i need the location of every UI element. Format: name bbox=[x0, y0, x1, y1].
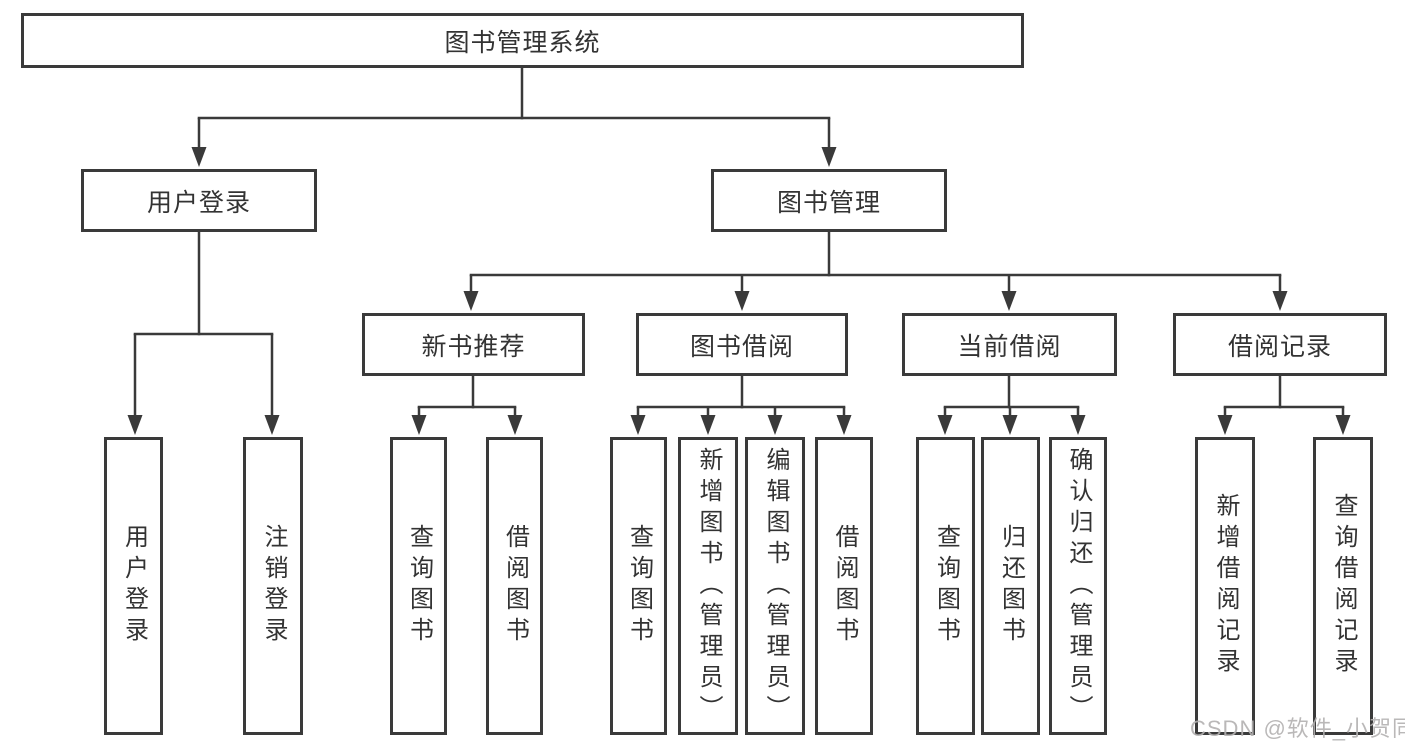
edge-current-l1-arrow bbox=[937, 415, 953, 435]
edge-bookborrow-l1-arrow bbox=[630, 415, 646, 435]
leaf-borrow-add-books-admin-label: 新增图书（管理员） bbox=[695, 446, 722, 726]
edge-bookmgmt-newbook-arrow bbox=[463, 291, 479, 311]
leaf-borrow-borrow-books-label: 借阅图书 bbox=[831, 524, 858, 648]
node-book-management: 图书管理 bbox=[711, 169, 947, 232]
edge-newbook-l2-arrow bbox=[507, 415, 523, 435]
leaf-records-query-record: 查询借阅记录 bbox=[1313, 437, 1373, 735]
edge-root-userlogin-arrow bbox=[191, 147, 207, 167]
leaf-logout-label: 注销登录 bbox=[260, 524, 287, 648]
leaf-current-return-books-label: 归还图书 bbox=[997, 524, 1025, 648]
leaf-newbook-borrow-books-label: 借阅图书 bbox=[501, 524, 529, 648]
edge-root-bookmgmt-arrow bbox=[821, 147, 837, 167]
node-root: 图书管理系统 bbox=[21, 13, 1024, 68]
csdn-watermark: CSDN @软件_小贺同学 bbox=[1190, 716, 1405, 741]
node-new-book-recommend: 新书推荐 bbox=[362, 313, 585, 376]
leaf-newbook-borrow-books: 借阅图书 bbox=[486, 437, 543, 735]
edge-bookborrow-l4-arrow bbox=[836, 415, 852, 435]
leaf-current-confirm-return-admin-label: 确认归还（管理员） bbox=[1065, 446, 1092, 726]
leaf-borrow-query-books: 查询图书 bbox=[610, 437, 667, 735]
leaf-borrow-edit-books-admin-label: 编辑图书（管理员） bbox=[762, 446, 789, 726]
leaf-user-login: 用户登录 bbox=[104, 437, 163, 735]
leaf-current-query-books-label: 查询图书 bbox=[932, 524, 960, 648]
edge-records-l2-arrow bbox=[1335, 415, 1351, 435]
leaf-borrow-borrow-books: 借阅图书 bbox=[815, 437, 873, 735]
edge-bookmgmt-records-arrow bbox=[1272, 291, 1288, 311]
leaf-borrow-add-books-admin: 新增图书（管理员） bbox=[678, 437, 738, 735]
node-book-borrow-label: 图书借阅 bbox=[689, 332, 794, 361]
node-new-book-recommend-label: 新书推荐 bbox=[421, 332, 526, 361]
edge-bookmgmt-current-arrow bbox=[1001, 291, 1017, 311]
node-book-borrow: 图书借阅 bbox=[636, 313, 848, 376]
edge-current-l3-arrow bbox=[1070, 415, 1086, 435]
leaf-borrow-query-books-label: 查询图书 bbox=[625, 524, 653, 648]
node-borrow-records-label: 借阅记录 bbox=[1227, 332, 1332, 361]
edge-bookborrow-l3-arrow bbox=[767, 415, 783, 435]
node-current-borrow: 当前借阅 bbox=[902, 313, 1117, 376]
node-root-label: 图书管理系统 bbox=[444, 28, 601, 57]
leaf-current-query-books: 查询图书 bbox=[916, 437, 975, 735]
edge-userlogin-l1-arrow bbox=[127, 415, 143, 435]
leaf-records-add-record-label: 新增借阅记录 bbox=[1212, 493, 1239, 679]
leaf-newbook-query-books-label: 查询图书 bbox=[405, 524, 433, 648]
node-current-borrow-label: 当前借阅 bbox=[957, 332, 1062, 361]
leaf-logout: 注销登录 bbox=[243, 437, 303, 735]
leaf-records-add-record: 新增借阅记录 bbox=[1195, 437, 1255, 735]
edge-bookborrow-l2-arrow bbox=[700, 415, 716, 435]
node-user-login-label: 用户登录 bbox=[146, 188, 251, 217]
node-borrow-records: 借阅记录 bbox=[1173, 313, 1387, 376]
leaf-current-confirm-return-admin: 确认归还（管理员） bbox=[1049, 437, 1107, 735]
leaf-user-login-label: 用户登录 bbox=[120, 524, 148, 648]
edge-bookmgmt-borrow-arrow bbox=[734, 291, 750, 311]
edge-newbook-l1-arrow bbox=[411, 415, 427, 435]
node-book-management-label: 图书管理 bbox=[776, 188, 881, 217]
leaf-records-query-record-label: 查询借阅记录 bbox=[1330, 493, 1357, 679]
leaf-borrow-edit-books-admin: 编辑图书（管理员） bbox=[745, 437, 805, 735]
leaf-newbook-query-books: 查询图书 bbox=[390, 437, 447, 735]
edge-records-l1-arrow bbox=[1217, 415, 1233, 435]
node-user-login: 用户登录 bbox=[81, 169, 317, 232]
edge-current-l2-arrow bbox=[1002, 415, 1018, 435]
edge-userlogin-l2-arrow bbox=[264, 415, 280, 435]
leaf-current-return-books: 归还图书 bbox=[981, 437, 1040, 735]
